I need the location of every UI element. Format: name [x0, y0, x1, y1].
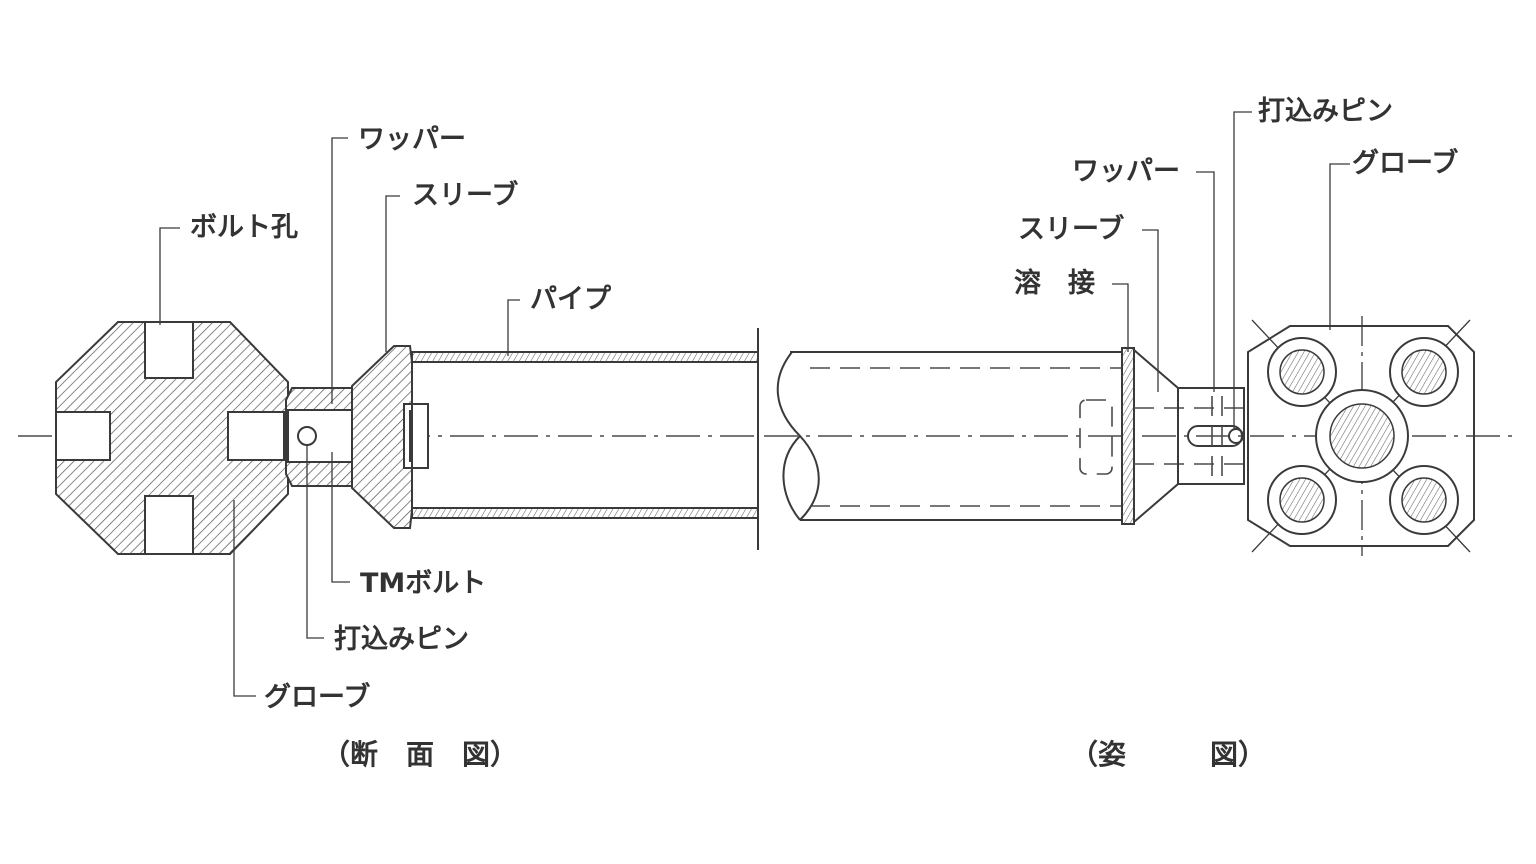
label-tm-bolt: TMボルト	[360, 568, 486, 599]
label-sleeve: スリーブ	[412, 179, 518, 211]
caption-view: （姿 図）	[1070, 738, 1266, 771]
drive-pin-hole	[297, 426, 317, 446]
pipe-wall-bottom	[411, 507, 759, 519]
globe-center-hole	[1315, 389, 1409, 483]
leader-pipe	[507, 299, 520, 356]
leader-bolt-hole	[159, 227, 180, 325]
label-view-sleeve: スリーブ	[1018, 213, 1124, 245]
leader-view-globe	[1329, 163, 1350, 330]
leader-sleeve	[385, 195, 400, 352]
label-view-weld: 溶 接	[1014, 267, 1095, 299]
bolt-hole-right	[227, 411, 285, 461]
label-drive-pin: 打込みピン	[334, 624, 469, 655]
bolt-head	[403, 403, 429, 469]
globe-hole-bottom-left	[1267, 465, 1337, 535]
globe-hole-bottom-right	[1389, 465, 1459, 535]
leader-drive-pin	[306, 446, 324, 639]
hidden-bolt-head	[1079, 399, 1113, 475]
bolt-hole-bottom	[144, 495, 194, 555]
label-view-wapper: ワッパー	[1072, 156, 1180, 187]
label-view-globe: グローブ	[1352, 147, 1458, 179]
leader-view-weld	[1112, 283, 1129, 352]
drive-pin-exterior	[1228, 428, 1244, 444]
section-view: ワッパー スリーブ ボルト孔 パイプ TMボルト 打込みピン グローブ （断 面…	[18, 124, 760, 771]
label-view-drive-pin: 打込みピン	[1258, 96, 1393, 127]
leader-view-sleeve	[1142, 229, 1159, 392]
leader-tm-bolt	[331, 452, 350, 583]
globe-hole-top-left	[1267, 337, 1337, 407]
leader-wapper	[331, 137, 348, 404]
weld-bead	[1121, 347, 1135, 525]
bolt-hole-top	[144, 321, 194, 379]
exterior-view: 打込みピン ワッパー グローブ スリーブ 溶 接 （姿 図）	[764, 96, 1512, 771]
globe-hole-top-right	[1389, 337, 1459, 407]
pipe-section	[411, 351, 759, 519]
bolt-hole-left	[55, 411, 111, 461]
label-wapper: ワッパー	[358, 124, 466, 155]
pipe-break-curve-inner	[782, 435, 801, 521]
leader-view-wapper	[1196, 171, 1215, 392]
label-globe: グローブ	[264, 681, 370, 713]
label-bolt-hole: ボルト孔	[190, 212, 298, 243]
caption-section: （断 面 図）	[322, 738, 518, 771]
label-pipe: パイプ	[530, 284, 612, 315]
leader-view-drive-pin	[1233, 111, 1252, 430]
leader-globe	[233, 500, 256, 697]
pipe-wall-top	[411, 351, 759, 363]
